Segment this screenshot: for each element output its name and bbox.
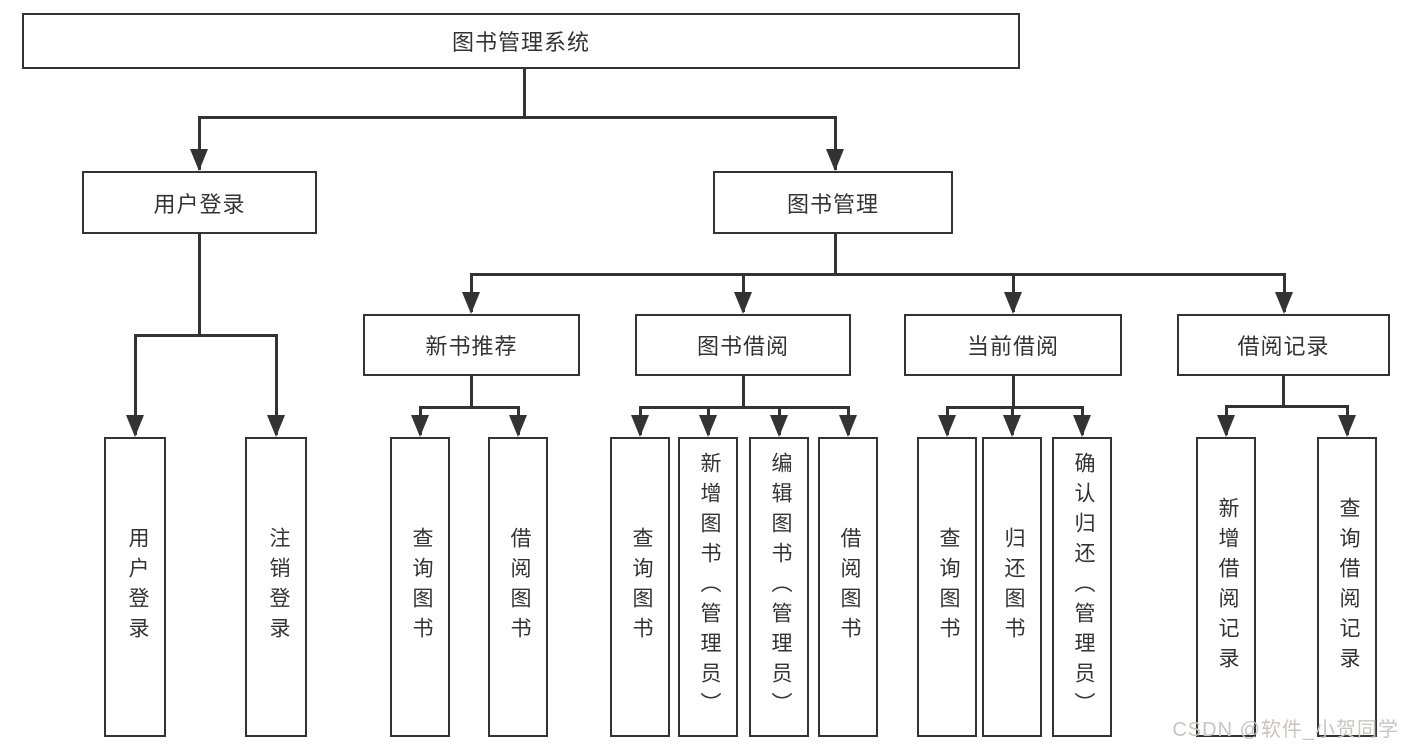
leaf-return-book: 归还图书 [982,437,1042,737]
arrow-down-icon [839,415,857,437]
connector-line [470,376,473,408]
arrow-down-icon [126,415,144,437]
connector-line [1012,376,1015,408]
node-user-login-branch: 用户登录 [82,171,317,234]
leaf-add-book-admin: 新增图书（管理员） [678,437,738,737]
arrow-down-icon [1004,292,1022,314]
node-current-borrow: 当前借阅 [904,314,1122,376]
watermark: CSDN @软件_小贺同学 [1172,719,1399,741]
connector-line [275,334,278,435]
connector-line [834,116,837,170]
connector-line [639,406,849,409]
arrow-down-icon [190,149,208,171]
leaf-user-login: 用户登录 [104,437,166,737]
connector-line [134,334,277,337]
connector-line [742,376,745,408]
connector-line [198,116,836,119]
node-book-borrow: 图书借阅 [635,314,851,376]
connector-line [419,406,519,409]
connector-line [1282,376,1285,407]
arrow-down-icon [462,292,480,314]
connector-line [1225,405,1348,408]
arrow-down-icon [938,415,956,437]
connector-line [834,234,837,275]
connector-line [946,406,1083,409]
arrow-down-icon [770,415,788,437]
leaf-query-books-2: 查询图书 [610,437,670,737]
leaf-confirm-return-admin: 确认归还（管理员） [1052,437,1112,737]
node-root-system: 图书管理系统 [22,13,1020,69]
arrow-down-icon [1003,415,1021,437]
arrow-down-icon [509,415,527,437]
arrow-down-icon [631,415,649,437]
node-new-book-recommend: 新书推荐 [363,314,580,376]
connector-line [470,273,1285,276]
connector-line [198,116,201,170]
node-borrow-records: 借阅记录 [1177,314,1390,376]
leaf-edit-book-admin: 编辑图书（管理员） [749,437,809,737]
leaf-logout: 注销登录 [245,437,307,737]
arrow-down-icon [1217,415,1235,437]
leaf-query-books-1: 查询图书 [390,437,450,737]
leaf-borrow-books-1: 借阅图书 [488,437,548,737]
leaf-query-borrow-record: 查询借阅记录 [1317,437,1377,737]
connector-line [198,234,201,336]
arrow-down-icon [826,149,844,171]
arrow-down-icon [1073,415,1091,437]
arrow-down-icon [411,415,429,437]
leaf-add-borrow-record: 新增借阅记录 [1196,437,1256,737]
connector-line [134,334,137,435]
arrow-down-icon [699,415,717,437]
leaf-query-books-3: 查询图书 [917,437,977,737]
node-book-management-branch: 图书管理 [713,171,953,234]
arrow-down-icon [267,415,285,437]
arrow-down-icon [1275,292,1293,314]
leaf-borrow-books-2: 借阅图书 [818,437,878,737]
connector-line [523,69,526,118]
arrow-down-icon [1338,415,1356,437]
arrow-down-icon [734,292,752,314]
